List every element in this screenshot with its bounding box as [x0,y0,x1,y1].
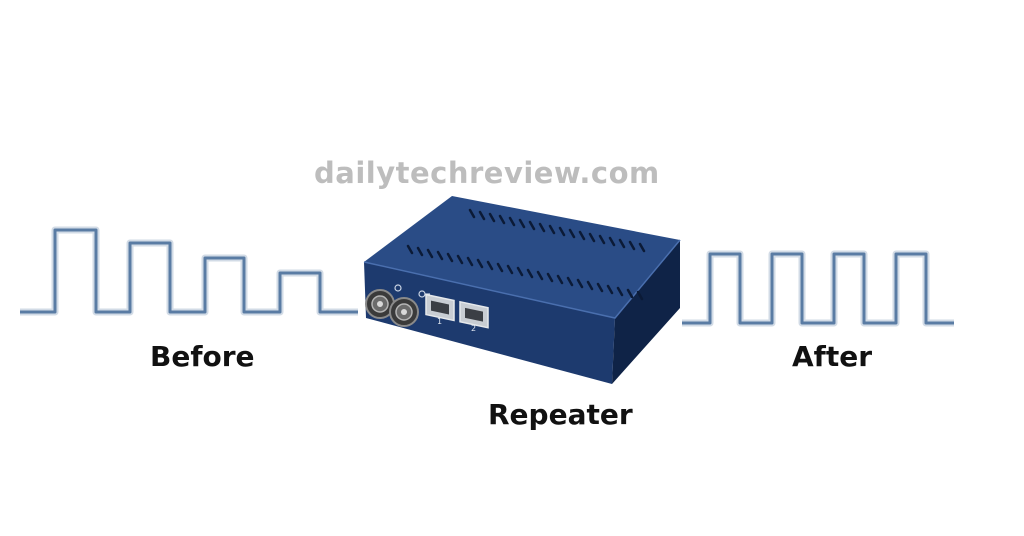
watermark-text: dailytechreview.com [314,156,660,190]
device-vents-bottom-row [406,244,644,301]
after-label: After [792,340,873,373]
repeater-label: Repeater [488,398,633,431]
device-front-face [364,262,615,384]
device-side-face [612,240,680,384]
before-label: Before [150,340,255,373]
ethernet-port-2 [459,300,489,329]
port-label-1: 1 [437,317,442,326]
coax-connector-2 [389,297,419,327]
after-signal-wave [682,250,954,327]
port-label-2: 2 [471,324,476,333]
ethernet-port-1 [425,293,455,322]
device-vents-top-row [468,208,646,253]
repeater-device: 1 2 [363,196,681,384]
before-signal-wave [20,226,358,316]
